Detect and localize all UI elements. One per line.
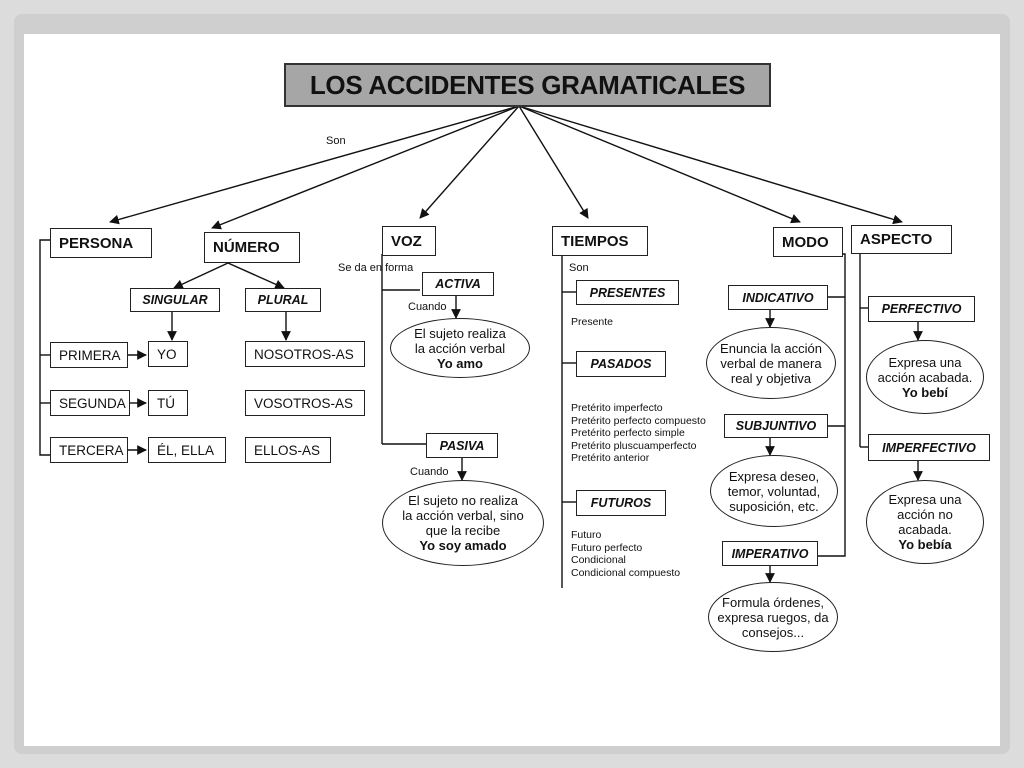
persona-box: PERSONA [50, 228, 152, 258]
imperativo-description: Formula órdenes, expresa ruegos, da cons… [708, 582, 838, 652]
indicativo-box: INDICATIVO [728, 285, 828, 310]
activa-desc-line-2: la acción verbal [414, 340, 506, 356]
indicativo-description: Enuncia la acción verbal de manera real … [706, 327, 836, 399]
voz-box: VOZ [382, 226, 436, 256]
plural-nosotros: NOSOTROS-AS [245, 341, 365, 367]
futuros-item: Condicional [571, 554, 626, 566]
persona-tercera: TERCERA [50, 437, 128, 463]
perfectivo-example: Yo bebí [902, 384, 948, 400]
numero-box: NÚMERO [204, 232, 300, 263]
imperfectivo-desc-line-1: Expresa una [888, 492, 962, 507]
subjuntivo-desc-line-2: temor, voluntad, [727, 483, 821, 499]
imperfectivo-desc-line-2: acción no [897, 507, 953, 522]
imperfectivo-box: IMPERFECTIVO [868, 434, 990, 461]
plural-box: PLURAL [245, 288, 321, 312]
imperfectivo-example: Yo bebía [898, 537, 952, 552]
pasados-item: Pretérito perfecto simple [571, 427, 685, 439]
label-son: Son [326, 135, 346, 147]
singular-el-ella: ÉL, ELLA [148, 437, 226, 463]
imperfectivo-desc-line-3: acabada. [898, 522, 952, 537]
subjuntivo-box: SUBJUNTIVO [724, 414, 828, 438]
pasiva-desc-line-1: El sujeto no realiza [408, 493, 518, 508]
pasiva-box: PASIVA [426, 433, 498, 458]
pasados-item: Pretérito imperfecto [571, 402, 663, 414]
singular-yo: YO [148, 341, 188, 367]
futuros-item: Condicional compuesto [571, 566, 681, 579]
imperfectivo-description: Expresa una acción no acabada. Yo bebía [866, 480, 984, 564]
pasados-item: Pretérito anterior [571, 452, 650, 464]
futuros-list: Futuro Futuro perfecto Condicional Condi… [571, 529, 680, 579]
activa-box: ACTIVA [422, 272, 494, 296]
presentes-list: Presente [571, 316, 613, 329]
indicativo-desc-line-2: verbal de manera [720, 355, 822, 371]
activa-example: Yo amo [437, 355, 483, 371]
subjuntivo-desc-line-1: Expresa deseo, [728, 468, 820, 484]
futuros-item: Futuro perfecto [571, 541, 643, 554]
indicativo-desc-line-1: Enuncia la acción [720, 340, 822, 356]
pasiva-desc-line-3: que la recibe [425, 523, 501, 538]
activa-description: El sujeto realiza la acción verbal Yo am… [390, 318, 530, 378]
label-cuando-activa: Cuando [408, 301, 447, 313]
singular-box: SINGULAR [130, 288, 220, 312]
futuros-box: FUTUROS [576, 490, 666, 516]
imperativo-desc-line-2: expresa ruegos, da [717, 609, 829, 625]
label-se-da-en-forma: Se da en forma [338, 262, 414, 274]
pasados-item: Pretérito perfecto compuesto [571, 414, 706, 427]
diagram-title: LOS ACCIDENTES GRAMATICALES [284, 63, 771, 107]
pasados-box: PASADOS [576, 351, 666, 377]
label-cuando-pasiva: Cuando [410, 466, 449, 478]
indicativo-desc-line-3: real y objetiva [730, 370, 812, 386]
pasados-item: Pretérito pluscuamperfecto [571, 439, 697, 452]
imperativo-desc-line-1: Formula órdenes, [722, 594, 824, 610]
pasiva-description: El sujeto no realiza la acción verbal, s… [382, 480, 544, 566]
label-son-tiempos: Son [569, 262, 589, 274]
pasados-list: Pretérito imperfecto Pretérito perfecto … [571, 402, 706, 465]
singular-tu: TÚ [148, 390, 188, 416]
imperativo-box: IMPERATIVO [722, 541, 818, 566]
futuros-item: Futuro [571, 529, 602, 541]
perfectivo-desc-line-1: Expresa una [888, 354, 962, 370]
plural-vosotros: VOSOTROS-AS [245, 390, 365, 416]
subjuntivo-description: Expresa deseo, temor, voluntad, suposici… [710, 455, 838, 527]
aspecto-box: ASPECTO [851, 225, 952, 254]
perfectivo-desc-line-2: acción acabada. [877, 369, 973, 385]
modo-box: MODO [773, 227, 843, 257]
pasiva-example: Yo soy amado [419, 538, 507, 553]
pasiva-desc-line-2: la acción verbal, sino [402, 508, 524, 523]
imperativo-desc-line-3: consejos... [741, 624, 805, 640]
perfectivo-box: PERFECTIVO [868, 296, 975, 322]
subjuntivo-desc-line-3: suposición, etc. [729, 498, 819, 514]
perfectivo-description: Expresa una acción acabada. Yo bebí [866, 340, 984, 414]
presentes-item: Presente [571, 316, 614, 328]
persona-primera: PRIMERA [50, 342, 128, 368]
presentes-box: PRESENTES [576, 280, 679, 305]
tiempos-box: TIEMPOS [552, 226, 648, 256]
persona-segunda: SEGUNDA [50, 390, 130, 416]
plural-ellos: ELLOS-AS [245, 437, 331, 463]
activa-desc-line-1: El sujeto realiza [414, 325, 506, 341]
